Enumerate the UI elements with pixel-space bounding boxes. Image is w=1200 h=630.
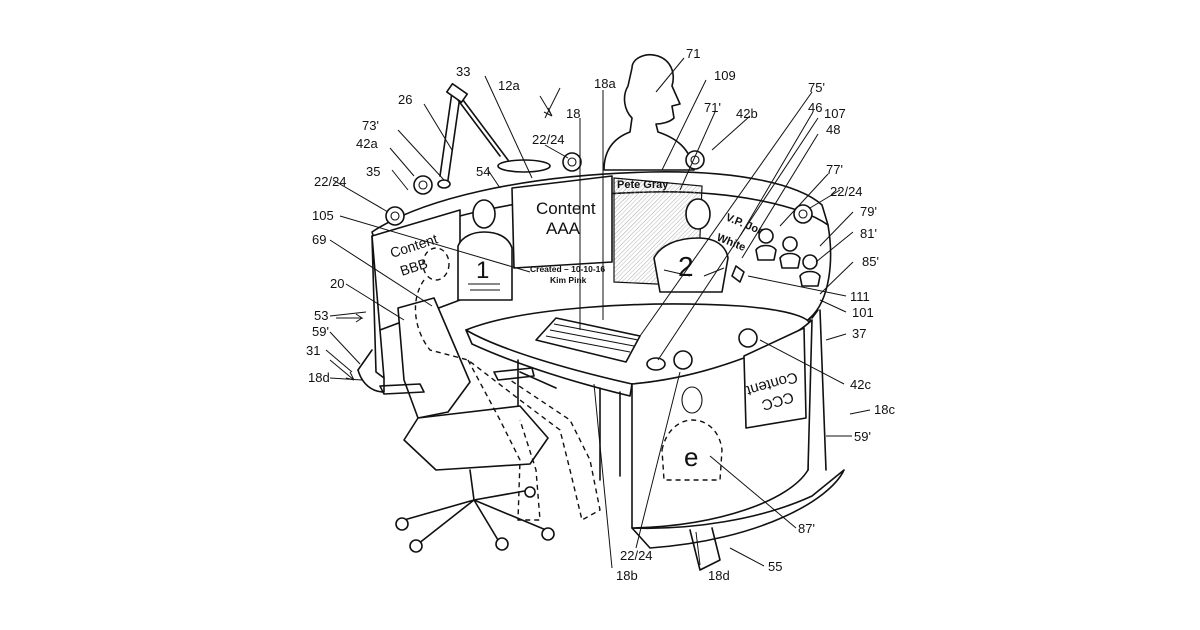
label-111: 111 xyxy=(850,289,870,304)
label-53: 53 xyxy=(314,308,328,323)
label-81p: 81' xyxy=(860,226,877,241)
label-42c: 42c xyxy=(850,377,871,392)
label-35: 35 xyxy=(366,164,380,179)
label-42b: 42b xyxy=(736,106,758,121)
label-12a: 12a xyxy=(498,78,520,93)
content-aaa-line2: AAA xyxy=(546,219,581,238)
mouse-icon xyxy=(647,358,665,370)
label-33: 33 xyxy=(456,64,470,79)
label-48: 48 xyxy=(826,122,840,137)
label-105: 105 xyxy=(312,208,334,223)
label-77p: 77' xyxy=(826,162,843,177)
created-line1: Created – 10-10-16 xyxy=(530,264,605,274)
content-aaa-line1: Content xyxy=(536,199,596,218)
label-85p: 85' xyxy=(862,254,879,269)
label-22-24-b: 22/24 xyxy=(314,174,347,189)
label-18c: 18c xyxy=(874,402,895,417)
center-screen-54: Content AAA xyxy=(512,176,612,268)
label-18: 18 xyxy=(566,106,580,121)
label-46: 46 xyxy=(808,100,822,115)
label-55: 55 xyxy=(768,559,782,574)
label-20: 20 xyxy=(330,276,344,291)
label-69: 69 xyxy=(312,232,326,247)
label-37: 37 xyxy=(852,326,866,341)
pete-gray-label: Pete Gray xyxy=(617,179,669,191)
person-1-number: 1 xyxy=(476,257,489,284)
label-18a: 18a xyxy=(594,76,616,91)
label-22-24-d: 22/24 xyxy=(620,548,653,563)
label-22-24-c: 22/24 xyxy=(830,184,863,199)
label-42a: 42a xyxy=(356,136,378,151)
standing-person-71 xyxy=(604,55,694,170)
label-73p: 73' xyxy=(362,118,379,133)
label-22-24-a: 22/24 xyxy=(532,132,565,147)
label-31: 31 xyxy=(306,343,320,358)
person-e-letter: e xyxy=(684,442,698,472)
label-18b: 18b xyxy=(616,568,638,583)
label-101: 101 xyxy=(852,305,874,320)
label-75p: 75' xyxy=(808,80,825,95)
created-line2: Kim Pink xyxy=(550,275,587,285)
label-109: 109 xyxy=(714,68,736,83)
label-79p: 79' xyxy=(860,204,877,219)
label-59p-a: 59' xyxy=(312,324,329,339)
label-18d-b: 18d xyxy=(708,568,730,583)
label-71p: 71' xyxy=(704,100,721,115)
label-107: 107 xyxy=(824,106,846,121)
person-2-number: 2 xyxy=(678,251,694,282)
label-18d-a: 18d xyxy=(308,370,330,385)
label-87p: 87' xyxy=(798,521,815,536)
label-26: 26 xyxy=(398,92,412,107)
created-label-105: Created – 10-10-16 Kim Pink xyxy=(530,264,605,285)
label-71: 71 xyxy=(686,46,700,61)
label-59p-b: 59' xyxy=(854,429,871,444)
label-54: 54 xyxy=(476,164,490,179)
avatar-group-77p xyxy=(732,229,820,286)
